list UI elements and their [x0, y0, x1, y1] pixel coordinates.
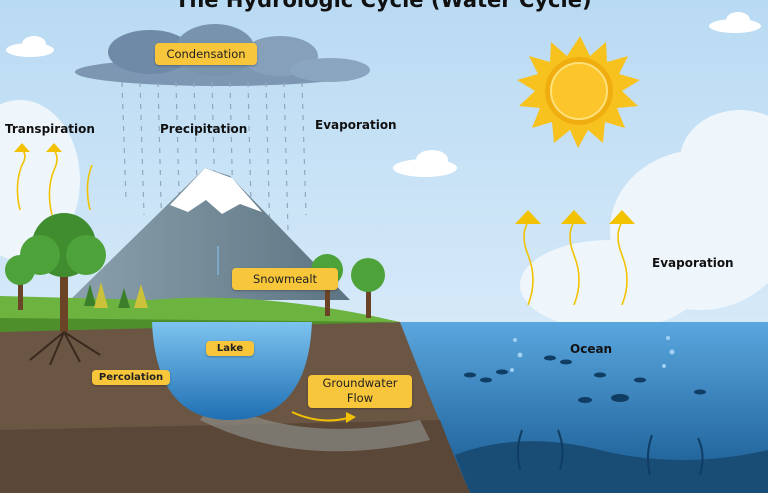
ocean-label: Ocean	[570, 342, 613, 356]
groundwater-band	[200, 400, 430, 452]
transpiration-label: Transpiration	[5, 122, 95, 136]
percolation-label: Percolation	[92, 370, 170, 385]
groundwater-flow-label: Groundwater Flow	[308, 375, 412, 408]
snowmelt-label: Snowmealt	[232, 268, 338, 290]
lake	[152, 322, 312, 420]
diagram-title: The Hydrologic Cycle (Water Cycle)	[175, 0, 592, 12]
mountain	[70, 168, 350, 300]
sun	[517, 36, 640, 148]
evaporation-arrows	[523, 221, 628, 306]
lake-label: Lake	[206, 341, 254, 356]
right-cloud-bank	[520, 110, 768, 330]
small-clouds	[6, 12, 761, 177]
transpiration-arrows	[16, 149, 93, 216]
small-tree-left	[5, 255, 35, 310]
condensation-label: Condensation	[155, 43, 257, 65]
precipitation-label: Precipitation	[160, 122, 248, 136]
big-tree	[20, 213, 106, 366]
fish-school	[464, 355, 706, 403]
seaweed	[516, 429, 704, 476]
transpiration-arrowheads	[14, 143, 62, 152]
evaporation-arrowheads	[515, 210, 635, 224]
groundwater-arrow	[291, 411, 349, 422]
bushes	[84, 282, 148, 308]
bubbles	[510, 336, 675, 372]
seabed	[455, 441, 768, 493]
evaporation-label-ocean: Evaporation	[652, 256, 734, 270]
groundwater-arrowhead	[346, 412, 356, 423]
evaporation-label-sky: Evaporation	[315, 118, 397, 132]
